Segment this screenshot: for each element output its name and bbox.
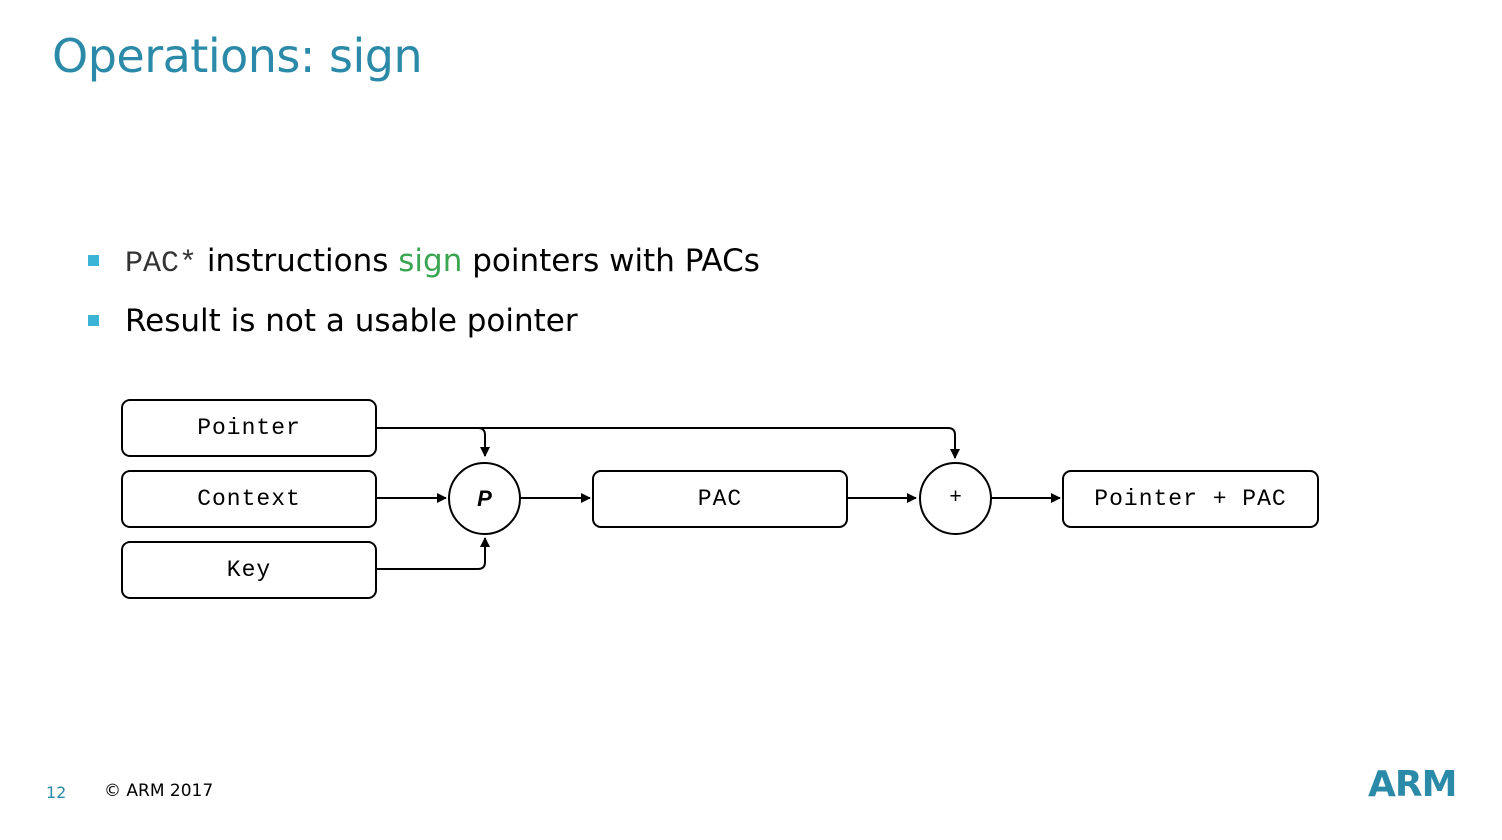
bullet-marker — [88, 315, 99, 326]
highlight-word: sign — [398, 243, 463, 279]
bullet-item-1: PAC* instructions sign pointers with PAC… — [88, 238, 760, 298]
pac-box: PAC — [592, 470, 848, 528]
pac-function-node: P — [448, 462, 521, 535]
bullet-list: PAC* instructions sign pointers with PAC… — [88, 238, 760, 358]
connector-pointer-to-plus — [478, 427, 960, 459]
bullet-item-2: Result is not a usable pointer — [88, 298, 760, 358]
copyright: © ARM 2017 — [104, 781, 214, 801]
bullet-text: Result is not a usable pointer — [125, 303, 578, 339]
pointer-input-box: Pointer — [121, 399, 377, 457]
combine-node: + — [919, 462, 992, 535]
slide-title: Operations: sign — [52, 29, 423, 83]
page-number: 12 — [46, 783, 67, 802]
context-input-box: Context — [121, 470, 377, 528]
arm-logo: ARM — [1368, 764, 1457, 805]
output-box: Pointer + PAC — [1062, 470, 1319, 528]
bullet-text-part: instructions — [197, 243, 399, 279]
key-input-box: Key — [121, 541, 377, 599]
bullet-marker — [88, 255, 99, 266]
connector-key-to-p — [377, 537, 490, 570]
code-pac-instruction: PAC* — [125, 247, 198, 281]
connector-pointer-to-p — [377, 427, 490, 457]
bullet-text-part: pointers with PACs — [462, 243, 760, 279]
